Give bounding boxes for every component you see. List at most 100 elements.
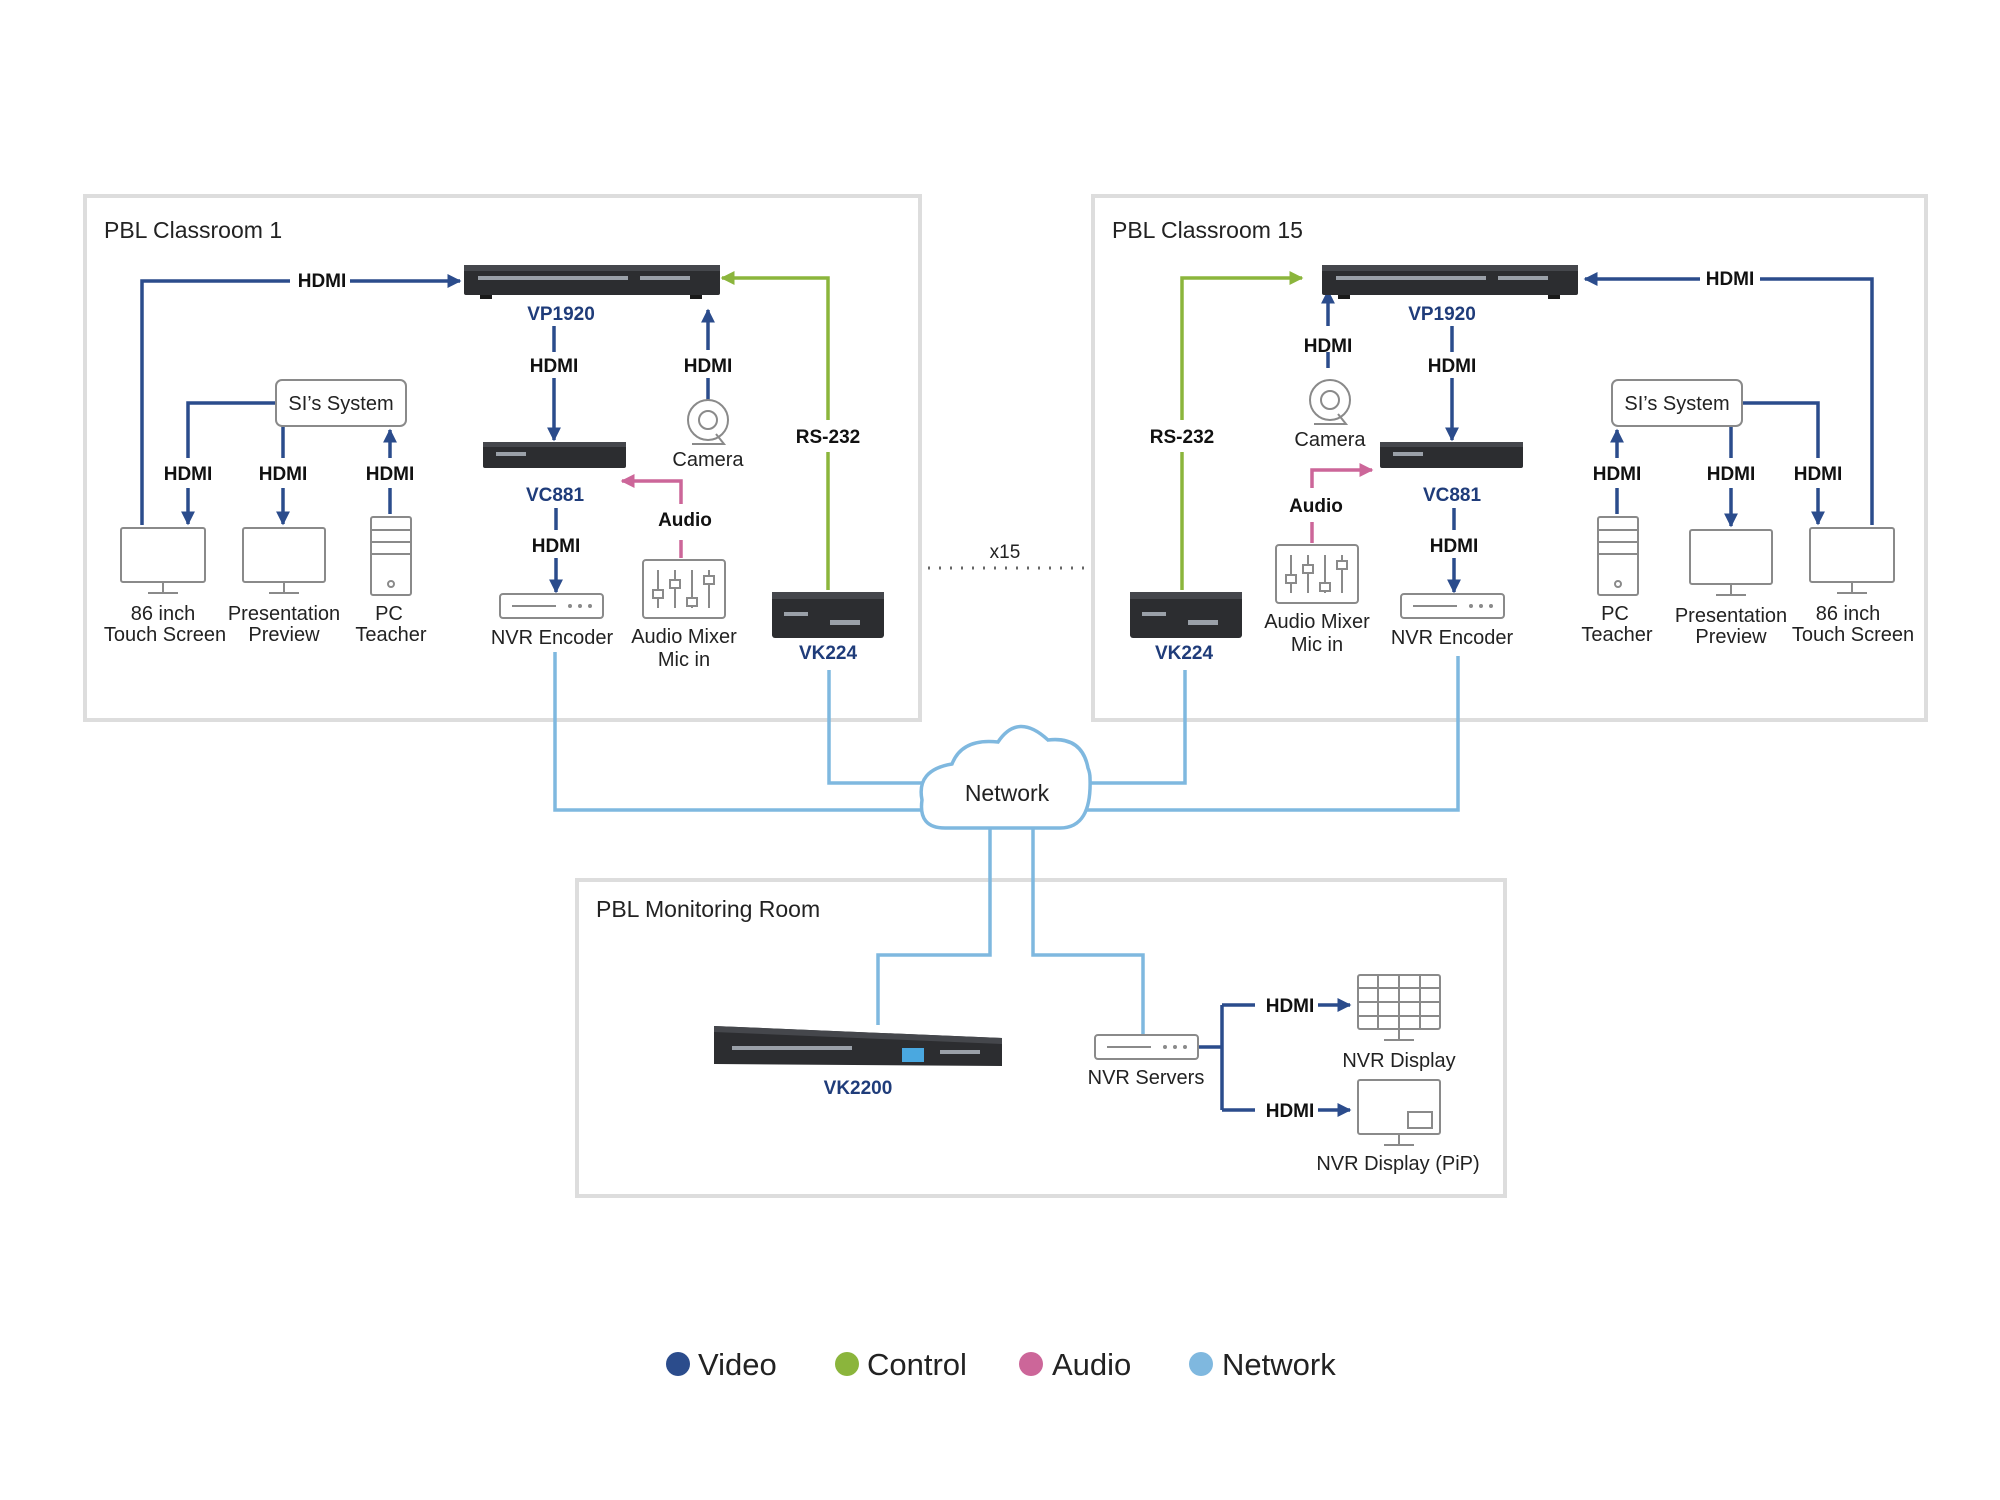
camera-label-15: Camera [1294, 429, 1366, 451]
legend-video-label: Video [698, 1347, 777, 1382]
network-cloud [919, 724, 1092, 830]
vk2200-device [714, 1026, 1002, 1066]
touch-screen-label-15b: Touch Screen [1792, 624, 1914, 646]
hdmi-label-c15-top: HDMI [1706, 269, 1755, 290]
camera-icon-15 [1309, 379, 1351, 425]
audio-label-c1: Audio [658, 510, 712, 531]
touch-screen-label-15a: 86 inch [1816, 603, 1881, 625]
hdmi-label-mon-2: HDMI [1266, 1101, 1315, 1122]
vk224-device-1 [772, 592, 884, 638]
presentation-preview-label-1a: Presentation [228, 603, 340, 625]
classroom-1-box [83, 194, 922, 722]
hdmi-label-c1-pc: HDMI [366, 464, 415, 485]
touch-screen-label-1a: 86 inch [131, 603, 196, 625]
si-system-label-1: SI’s System [288, 393, 393, 415]
nvr-display-grid-icon [1357, 974, 1441, 1041]
hdmi-label-c1-vp-vc: HDMI [530, 356, 579, 377]
hdmi-label-c15-vp-vc: HDMI [1428, 356, 1477, 377]
legend-control-swatch [835, 1352, 859, 1376]
classroom-15-title: PBL Classroom 15 [1112, 217, 1303, 243]
nvr-display-pip-label: NVR Display (PiP) [1316, 1153, 1479, 1175]
vk224-device-15 [1130, 592, 1242, 638]
presentation-preview-label-15a: Presentation [1675, 605, 1787, 627]
si-system-box-15 [1611, 379, 1743, 427]
vc881-label-1: VC881 [526, 485, 585, 506]
touch-screen-icon-15 [1809, 527, 1895, 594]
vc881-device-15 [1380, 442, 1523, 468]
audio-mixer-icon-15 [1275, 544, 1359, 604]
control-lines [720, 271, 1304, 590]
vp1920-device-15 [1322, 265, 1578, 299]
hdmi-label-c1-top: HDMI [298, 271, 347, 292]
nvr-display-pip-icon [1357, 1079, 1441, 1146]
audio-mixer-label-15: Audio Mixer [1264, 611, 1370, 633]
mic-in-label-15: Mic in [1291, 634, 1343, 656]
mic-in-label-1: Mic in [658, 649, 710, 671]
hdmi-label-c15-nvr: HDMI [1430, 536, 1479, 557]
hdmi-label-c15-touch: HDMI [1794, 464, 1843, 485]
audio-mixer-label-1: Audio Mixer [631, 626, 737, 648]
vc881-label-15: VC881 [1423, 485, 1482, 506]
legend-control-label: Control [867, 1347, 967, 1382]
nvr-servers-label: NVR Servers [1088, 1067, 1205, 1089]
pc-label-15b: Teacher [1581, 624, 1652, 646]
camera-icon-1 [687, 399, 729, 445]
pc-tower-icon-15 [1597, 516, 1639, 596]
audio-label-c15: Audio [1289, 496, 1343, 517]
classroom-1-title: PBL Classroom 1 [104, 217, 282, 243]
network-lines [553, 652, 1460, 1060]
legend-audio-swatch [1019, 1352, 1043, 1376]
vc881-device-1 [483, 442, 626, 468]
legend-video-swatch [666, 1352, 690, 1376]
repeat-label: x15 [990, 542, 1021, 563]
nvr-display-label: NVR Display [1342, 1050, 1455, 1072]
hdmi-label-c15-pc: HDMI [1593, 464, 1642, 485]
presentation-preview-label-1b: Preview [248, 624, 320, 646]
hdmi-label-c1-preview: HDMI [259, 464, 308, 485]
touch-screen-icon-1 [120, 527, 206, 594]
vk224-label-1: VK224 [799, 643, 858, 664]
video-lines-classroom-15 [1321, 272, 1874, 594]
network-label: Network [965, 780, 1050, 806]
hdmi-label-c15-preview: HDMI [1707, 464, 1756, 485]
pc-label-1b: Teacher [355, 624, 426, 646]
si-system-box-1 [275, 379, 407, 427]
camera-label-1: Camera [672, 449, 744, 471]
video-lines-classroom-1 [140, 274, 715, 594]
rs232-label-c15: RS-232 [1150, 427, 1214, 448]
touch-screen-label-1b: Touch Screen [104, 624, 226, 646]
hdmi-label-c1-nvr: HDMI [532, 536, 581, 557]
legend-audio-label: Audio [1052, 1347, 1131, 1382]
classroom-15-box [1091, 194, 1928, 722]
hdmi-label-c15-camera: HDMI [1304, 336, 1353, 357]
nvr-encoder-label-1: NVR Encoder [491, 627, 614, 649]
monitoring-room-box [575, 878, 1507, 1198]
monitoring-room-title: PBL Monitoring Room [596, 896, 820, 922]
pc-label-15a: PC [1601, 603, 1629, 625]
presentation-preview-label-15b: Preview [1695, 626, 1767, 648]
vp1920-device-1 [464, 265, 720, 299]
nvr-encoder-icon-1 [499, 593, 604, 619]
legend-network-swatch [1189, 1352, 1213, 1376]
hdmi-label-c1-camera: HDMI [684, 356, 733, 377]
vp1920-label-1: VP1920 [527, 304, 595, 325]
hdmi-label-mon-1: HDMI [1266, 996, 1315, 1017]
pc-tower-icon-1 [370, 516, 412, 596]
legend-network-label: Network [1222, 1347, 1336, 1382]
pc-label-1a: PC [375, 603, 403, 625]
rs232-label-c1: RS-232 [796, 427, 860, 448]
si-system-label-15: SI’s System [1624, 393, 1729, 415]
nvr-encoder-icon-15 [1400, 593, 1505, 619]
video-lines-monitoring [1198, 998, 1352, 1117]
presentation-preview-icon-1 [242, 527, 326, 594]
presentation-preview-icon-15 [1689, 529, 1773, 596]
vk2200-label: VK2200 [824, 1078, 893, 1099]
nvr-servers-icon [1094, 1034, 1199, 1060]
hdmi-label-c1-touch: HDMI [164, 464, 213, 485]
legend: Video Control Audio Network [666, 1347, 1336, 1382]
vk224-label-15: VK224 [1155, 643, 1214, 664]
vp1920-label-15: VP1920 [1408, 304, 1476, 325]
audio-mixer-icon-1 [642, 559, 726, 619]
nvr-encoder-label-15: NVR Encoder [1391, 627, 1514, 649]
audio-lines [620, 463, 1374, 558]
